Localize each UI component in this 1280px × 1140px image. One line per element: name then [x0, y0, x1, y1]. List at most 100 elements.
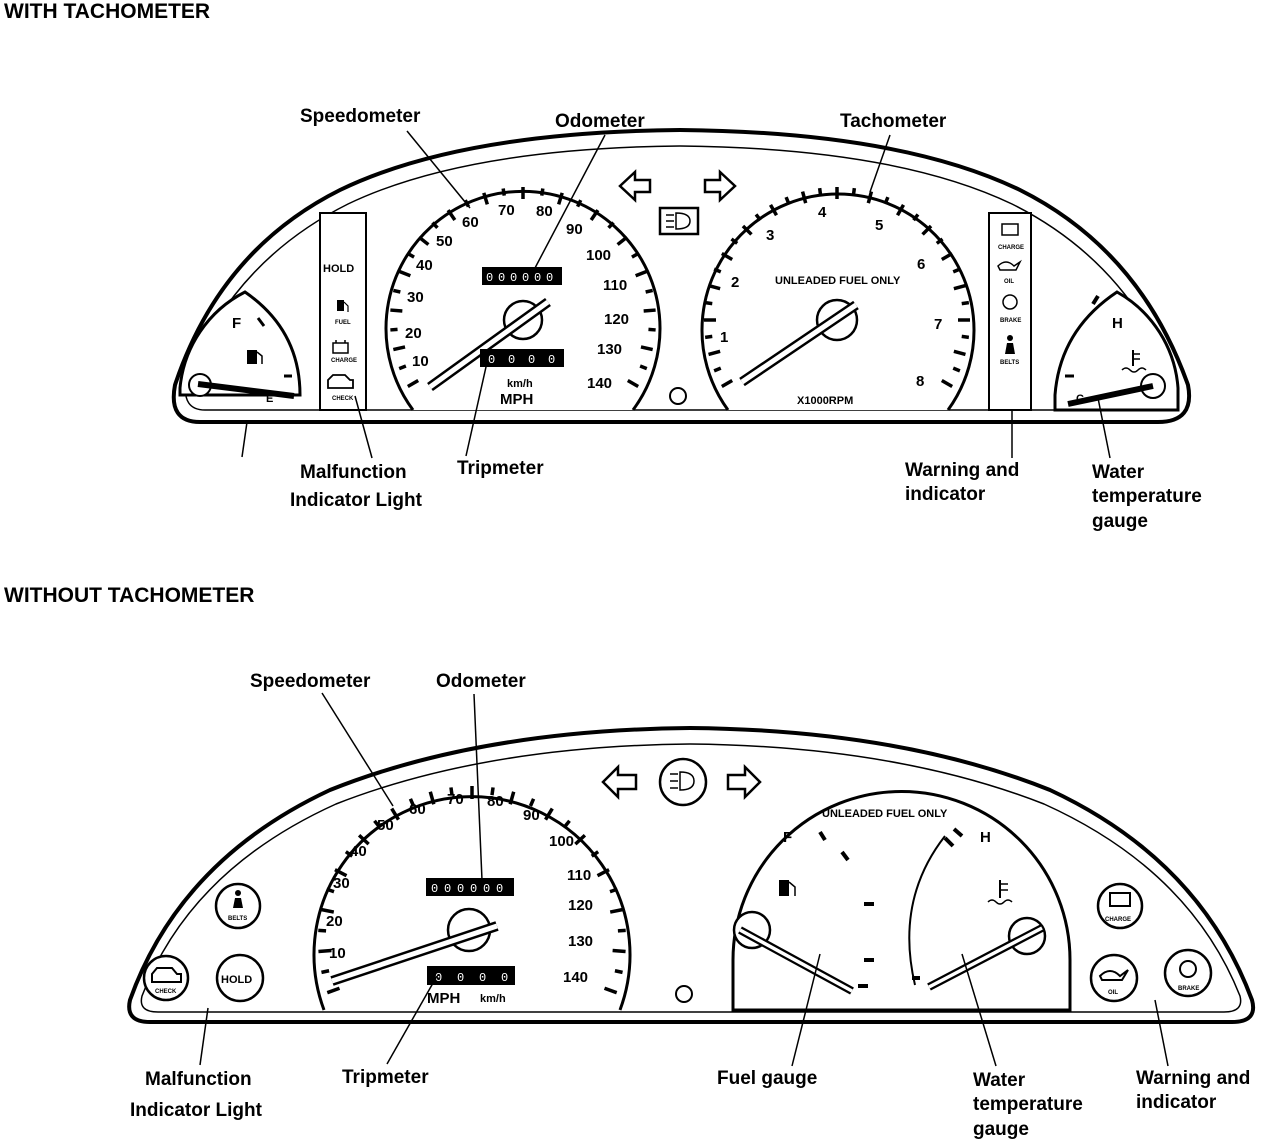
odometer-digit: 0 [496, 882, 503, 896]
dial-tick [326, 887, 335, 894]
battery-indicator-icon [332, 340, 349, 354]
tripmeter-digits: 0 0 0 0 [488, 353, 555, 367]
dial-tick [576, 199, 583, 208]
tripmeter-digit: 0 [501, 971, 508, 985]
callout-odometer: Odometer [555, 111, 645, 132]
dial-tick [817, 187, 823, 196]
dial-tick [639, 364, 648, 371]
right-indicator-strip [988, 212, 1032, 411]
tachometer-numbers: 1 2 3 4 5 6 7 8 [720, 204, 942, 390]
high-beam-icon [658, 206, 700, 236]
leader-line [961, 953, 997, 1067]
speedo-label-30: 30 [407, 289, 424, 306]
speedometer-numbers: 10 20 30 40 50 60 70 80 90 100 110 120 1… [405, 202, 629, 392]
dial-tick [603, 986, 618, 995]
fuel-indicator-label: FUEL [335, 320, 351, 326]
dial-tick [952, 366, 961, 373]
dial-tick [406, 251, 415, 259]
dial-tick [713, 267, 722, 274]
dial-tick [398, 269, 412, 278]
tripmeter-digit: 0 [457, 971, 464, 985]
tripmeter-digit: 0 [435, 971, 442, 985]
leader-line [321, 692, 394, 807]
belts-warning-label: BELTS [1000, 360, 1019, 366]
brake-icon [1179, 960, 1197, 978]
odometer-digit: 0 [431, 882, 438, 896]
tripmeter-digits: 0 0 0 0 [435, 971, 508, 985]
dial-tick [326, 986, 341, 995]
dial-tick [321, 969, 330, 975]
leader-line [354, 395, 373, 459]
odometer-digit: 0 [470, 882, 477, 896]
leader-line [406, 130, 471, 209]
fuel-gauge-face [178, 290, 302, 397]
speedo-label-100: 100 [549, 833, 574, 850]
dial-tick [961, 334, 970, 340]
speedo-label-110: 110 [567, 867, 591, 884]
callout-water-line1: Water [1092, 462, 1145, 483]
dial-tick [609, 887, 618, 894]
left-turn-arrow-icon [601, 763, 638, 801]
dial-tick [616, 235, 629, 246]
check-engine-icon [151, 967, 182, 983]
tripmeter-digit: 0 [479, 971, 486, 985]
speedo-label-40: 40 [416, 257, 433, 274]
dial-tick [320, 907, 335, 914]
dial-tick [708, 349, 721, 357]
oil-pressure-icon [997, 259, 1022, 271]
section-title-with-tachometer: WITH TACHOMETER [4, 0, 210, 23]
speedometer-ticks [390, 187, 656, 389]
callout-mil-line1: Malfunction [300, 462, 407, 483]
dial-tick [866, 191, 874, 204]
dial-tick [490, 787, 495, 796]
dial-tick [357, 833, 370, 846]
tachometer-ticks [704, 187, 970, 389]
fuel-gauge-needle [197, 381, 295, 399]
callout-mil-line2: Indicator Light [130, 1100, 263, 1121]
leader-line [534, 134, 606, 269]
odometer-digits: 0 0 0 0 0 0 [431, 882, 503, 896]
tach-label-1: 1 [720, 329, 728, 346]
callout-odometer: Odometer [436, 671, 526, 692]
dial-tick [318, 948, 332, 954]
right-indicator-panel: CHARGE OIL BRAKE BELTS [988, 212, 1032, 411]
odometer-digit: 0 [498, 271, 505, 285]
dial-tick [883, 196, 890, 205]
callouts-without-tachometer: Speedometer Odometer Malfunction Indicat… [130, 671, 1250, 1140]
cluster-without-tachometer: 10 20 30 40 50 60 70 80 90 100 110 120 1… [127, 725, 1255, 1024]
dial-tick [390, 308, 403, 313]
speedometer-without-tach: 10 20 30 40 50 60 70 80 90 100 110 120 1… [312, 786, 632, 1011]
dial-tick [574, 833, 587, 846]
dial-tick [596, 868, 610, 878]
callout-water-line3: gauge [1092, 511, 1148, 532]
speedo-label-130: 130 [568, 933, 593, 950]
dial-tick [648, 327, 656, 332]
callout-water-line1: Water [973, 1070, 1026, 1091]
odometer-digit: 0 [546, 271, 553, 285]
trip-reset-knob [669, 387, 687, 405]
dial-tick [528, 798, 536, 807]
right-turn-arrow-icon [726, 763, 762, 801]
charge-light-label: CHARGE [1105, 917, 1131, 923]
brake-light-label: BRAKE [1178, 986, 1199, 992]
belts-light-label: BELTS [228, 916, 247, 922]
speedo-label-30: 30 [333, 875, 350, 892]
dial-tick [940, 251, 954, 262]
fuel-gauge-empty-label: E [266, 393, 273, 405]
speedo-label-70: 70 [498, 202, 515, 219]
dial-tick [800, 191, 808, 204]
dial-tick [614, 969, 623, 975]
dial-tick [704, 334, 713, 340]
dial-tick [952, 267, 961, 274]
odometer-digit: 0 [534, 271, 541, 285]
dial-tick [508, 791, 516, 805]
leader-line [791, 953, 821, 1067]
callout-tripmeter: Tripmeter [457, 458, 544, 479]
dial-tick [935, 237, 944, 245]
tach-fuel-notice: UNLEADED FUEL ONLY [775, 275, 901, 287]
speedo-label-40: 40 [350, 843, 367, 860]
dial-tick [708, 283, 721, 291]
coolant-temperature-icon [987, 880, 1013, 905]
dial-tick [921, 224, 933, 236]
dial-tick [590, 850, 600, 858]
